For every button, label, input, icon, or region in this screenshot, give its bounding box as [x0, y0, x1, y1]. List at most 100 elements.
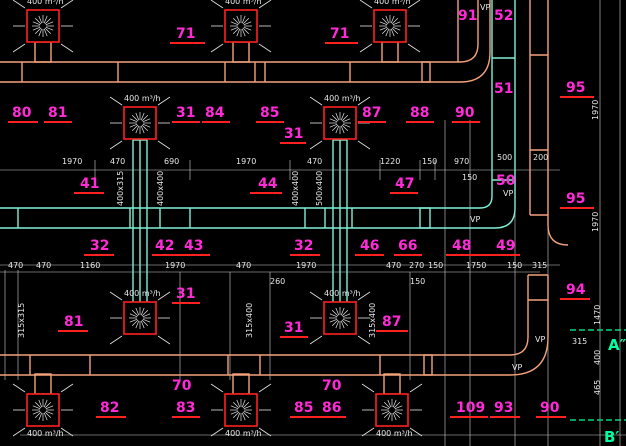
- dim-970: 970: [454, 157, 469, 166]
- tag-88: 88: [410, 105, 429, 121]
- flow-label: 400 m³/h: [225, 0, 262, 6]
- diffuser: 400 m³/h: [12, 0, 74, 63]
- dim-470-a: 470: [110, 157, 125, 166]
- tag-43: 43: [184, 238, 203, 254]
- dim-500x400: 500x400: [315, 171, 324, 206]
- dim-150-b: 150: [462, 173, 477, 182]
- diffuser: 400 m³/h: [309, 94, 371, 150]
- supply-duct-top: [0, 0, 491, 83]
- dim-1970-a: 1970: [62, 157, 82, 166]
- dim-1220: 1220: [380, 157, 400, 166]
- tag-91: 91: [458, 8, 477, 24]
- diffuser: 400 m³/h: [361, 373, 423, 438]
- dim-1750: 1750: [466, 261, 486, 270]
- dim-315x315: 315x315: [17, 303, 26, 338]
- dim-500: 500: [497, 153, 512, 162]
- dim-315-a: 315: [532, 261, 547, 270]
- tag-90-a: 90: [455, 105, 475, 121]
- tag-71-b: 71: [330, 26, 349, 42]
- tag-93: 93: [494, 400, 513, 416]
- dim-1970-e: 1970: [591, 100, 600, 120]
- tag-31-a: 31: [176, 105, 195, 121]
- dim-270: 270: [409, 261, 424, 270]
- tag-95-a: 95: [566, 80, 585, 96]
- flow-label: 400 m³/h: [376, 429, 413, 438]
- dim-315-b: 315: [572, 337, 587, 346]
- tag-84: 84: [205, 105, 225, 121]
- supply-duct-right: [529, 0, 569, 246]
- dim-150-c: 150: [428, 261, 443, 270]
- flow-label: 400 m³/h: [124, 94, 161, 103]
- dim-200: 200: [533, 153, 548, 162]
- tag-85-b: 85: [294, 400, 313, 416]
- flow-label: 400 m³/h: [374, 0, 411, 6]
- tag-31-c: 31: [176, 286, 195, 302]
- dim-400x400-b: 400x400: [291, 171, 300, 206]
- diffuser: 400 m³/h: [109, 289, 171, 345]
- flow-label: 400 m³/h: [225, 429, 262, 438]
- tag-86: 86: [322, 400, 341, 416]
- tag-90-b: 90: [540, 400, 560, 416]
- diffuser: 400 m³/h: [109, 94, 171, 150]
- tag-109: 109: [456, 400, 485, 416]
- section-mark-b: B′: [604, 428, 619, 446]
- tag-42: 42: [155, 238, 174, 254]
- tag-66: 66: [398, 238, 417, 254]
- diffuser-group: 400 m³/h 400 m³/h 400 m³/h 400 m³/h 400 m³/h…: [12, 0, 423, 438]
- tag-47: 47: [395, 176, 414, 192]
- diffuser: 400 m³/h: [210, 373, 272, 438]
- dim-1970-f: 1970: [591, 212, 600, 232]
- dim-vp-c: VP: [535, 335, 545, 344]
- tag-83: 83: [176, 400, 195, 416]
- diffuser: 400 m³/h: [359, 0, 421, 63]
- dim-400x315: 400x315: [116, 171, 125, 206]
- tag-71-a: 71: [176, 26, 195, 42]
- tag-80: 80: [12, 105, 32, 121]
- tag-51: 51: [494, 81, 513, 97]
- tag-32-a: 32: [90, 238, 109, 254]
- diffuser: 400 m³/h: [12, 373, 74, 438]
- dim-470-b: 470: [307, 157, 322, 166]
- tag-81-a: 81: [48, 105, 67, 121]
- dim-vp-e: VP: [480, 3, 490, 12]
- dim-690: 690: [164, 157, 179, 166]
- tag-46: 46: [360, 238, 379, 254]
- dim-150-a: 150: [422, 157, 437, 166]
- dim-1470: 1470: [593, 305, 602, 325]
- tag-95-b: 95: [566, 191, 585, 207]
- tag-94: 94: [566, 282, 586, 298]
- supply-duct-bottom: [0, 274, 549, 376]
- flow-label: 400 m³/h: [27, 429, 64, 438]
- tag-52: 52: [494, 8, 513, 24]
- return-duct: [0, 0, 516, 306]
- dim-315x400-a: 315x400: [245, 303, 254, 338]
- dim-1970-b: 1970: [236, 157, 256, 166]
- dim-150-d: 150: [507, 261, 522, 270]
- dim-1160: 1160: [80, 261, 100, 270]
- flow-label: 400 m³/h: [324, 94, 361, 103]
- dim-150-e: 150: [410, 277, 425, 286]
- tag-41: 41: [80, 176, 99, 192]
- dim-465: 465: [593, 380, 602, 395]
- tag-44: 44: [258, 176, 278, 192]
- tag-87-b: 87: [382, 314, 401, 330]
- dim-vp-b: VP: [470, 215, 480, 224]
- dimension-text: 1970 470 690 1970 470 1220 150 970 500 2…: [8, 3, 602, 395]
- tag-labels: 91 52 71 71 95 80 81 31 84 85 31 87 88 9…: [12, 8, 586, 416]
- tag-82: 82: [100, 400, 119, 416]
- tag-48: 48: [452, 238, 471, 254]
- tag-70-a: 70: [172, 378, 192, 394]
- flow-label: 400 m³/h: [124, 289, 161, 298]
- dim-vp-a: VP: [503, 189, 513, 198]
- dim-400x400-a: 400x400: [156, 171, 165, 206]
- dim-vp-d: VP: [512, 363, 522, 372]
- tag-31-d: 31: [284, 320, 303, 336]
- dim-315x400-b: 315x400: [368, 303, 377, 338]
- section-marks: A″ B′: [570, 329, 626, 446]
- tag-49: 49: [496, 238, 515, 254]
- tag-70-b: 70: [322, 378, 342, 394]
- tag-87-a: 87: [362, 105, 381, 121]
- tag-underlines: [8, 42, 594, 418]
